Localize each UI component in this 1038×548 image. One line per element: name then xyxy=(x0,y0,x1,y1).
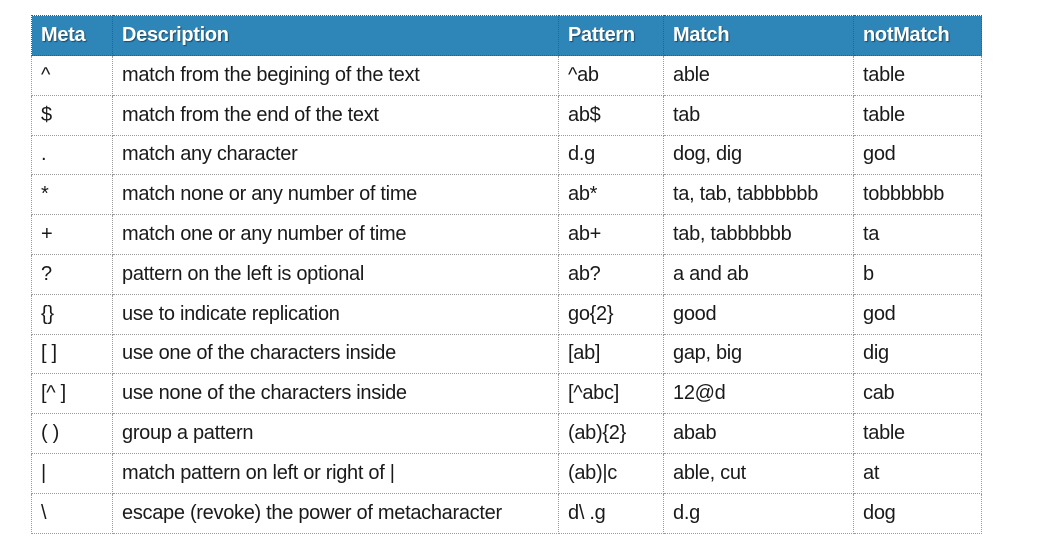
cell-pattern: d.g xyxy=(558,134,664,176)
cell-meta: \ xyxy=(31,492,113,534)
cell-pattern: ab+ xyxy=(558,214,664,255)
regex-metacharacter-table: Meta Description Pattern Match notMatch … xyxy=(31,15,982,534)
cell-match: 12@d xyxy=(663,373,854,415)
cell-pattern: ab* xyxy=(558,174,664,216)
cell-notmatch: dog xyxy=(853,492,982,534)
cell-pattern: (ab)|c xyxy=(558,452,664,494)
cell-match: abab xyxy=(663,413,854,454)
cell-description: match from the begining of the text xyxy=(112,55,559,96)
cell-pattern: [ab] xyxy=(558,333,664,375)
cell-description: match pattern on left or right of | xyxy=(112,452,559,494)
cell-pattern: ab? xyxy=(558,253,664,295)
cell-pattern: d\ .g xyxy=(558,492,664,534)
cell-description: pattern on the left is optional xyxy=(112,253,559,295)
table-row: ? pattern on the left is optional ab? a … xyxy=(31,253,982,295)
cell-description: match one or any number of time xyxy=(112,214,559,255)
cell-description: group a pattern xyxy=(112,413,559,454)
cell-notmatch: table xyxy=(853,55,982,96)
cell-description: escape (revoke) the power of metacharact… xyxy=(112,492,559,534)
cell-match: good xyxy=(663,293,854,335)
table-row: ( ) group a pattern (ab){2} abab table xyxy=(31,413,982,454)
cell-meta: ^ xyxy=(31,55,113,96)
table-row: . match any character d.g dog, dig god xyxy=(31,134,982,176)
cell-pattern: [^abc] xyxy=(558,373,664,415)
header-row: Meta Description Pattern Match notMatch xyxy=(31,15,982,56)
cell-notmatch: god xyxy=(853,134,982,176)
cell-description: use to indicate replication xyxy=(112,293,559,335)
header-pattern: Pattern xyxy=(558,15,664,56)
header-match: Match xyxy=(663,15,854,56)
cell-meta: $ xyxy=(31,94,113,136)
cell-notmatch: god xyxy=(853,293,982,335)
cell-description: match any character xyxy=(112,134,559,176)
table-header: Meta Description Pattern Match notMatch xyxy=(31,15,982,56)
cell-description: use none of the characters inside xyxy=(112,373,559,415)
cell-match: tab xyxy=(663,94,854,136)
cell-match: d.g xyxy=(663,492,854,534)
table-row: + match one or any number of time ab+ ta… xyxy=(31,214,982,255)
cell-meta: + xyxy=(31,214,113,255)
table-row: ^ match from the begining of the text ^a… xyxy=(31,55,982,96)
cell-description: match none or any number of time xyxy=(112,174,559,216)
cell-match: ta, tab, tabbbbbb xyxy=(663,174,854,216)
cell-description: use one of the characters inside xyxy=(112,333,559,375)
cell-match: able xyxy=(663,55,854,96)
cell-meta: ? xyxy=(31,253,113,295)
cell-meta: [^ ] xyxy=(31,373,113,415)
header-description: Description xyxy=(112,15,559,56)
cell-notmatch: table xyxy=(853,413,982,454)
cell-pattern: ab$ xyxy=(558,94,664,136)
cell-notmatch: tobbbbbb xyxy=(853,174,982,216)
cell-pattern: go{2} xyxy=(558,293,664,335)
cell-pattern: ^ab xyxy=(558,55,664,96)
table-row: {} use to indicate replication go{2} goo… xyxy=(31,293,982,335)
table-row: | match pattern on left or right of | (a… xyxy=(31,452,982,494)
cell-match: a and ab xyxy=(663,253,854,295)
cell-description: match from the end of the text xyxy=(112,94,559,136)
cell-notmatch: ta xyxy=(853,214,982,255)
cell-meta: | xyxy=(31,452,113,494)
cell-match: able, cut xyxy=(663,452,854,494)
cell-pattern: (ab){2} xyxy=(558,413,664,454)
cell-notmatch: cab xyxy=(853,373,982,415)
header-meta: Meta xyxy=(31,15,113,56)
cell-meta: {} xyxy=(31,293,113,335)
table-row: \ escape (revoke) the power of metachara… xyxy=(31,492,982,534)
cell-match: dog, dig xyxy=(663,134,854,176)
header-notmatch: notMatch xyxy=(853,15,982,56)
cell-notmatch: at xyxy=(853,452,982,494)
table-row: [ ] use one of the characters inside [ab… xyxy=(31,333,982,375)
cell-meta: ( ) xyxy=(31,413,113,454)
cell-meta: * xyxy=(31,174,113,216)
cell-meta: . xyxy=(31,134,113,176)
table-row: * match none or any number of time ab* t… xyxy=(31,174,982,216)
cell-meta: [ ] xyxy=(31,333,113,375)
cell-notmatch: b xyxy=(853,253,982,295)
table-body: ^ match from the begining of the text ^a… xyxy=(31,55,982,534)
cell-match: gap, big xyxy=(663,333,854,375)
table-row: $ match from the end of the text ab$ tab… xyxy=(31,94,982,136)
cell-notmatch: table xyxy=(853,94,982,136)
cell-notmatch: dig xyxy=(853,333,982,375)
cell-match: tab, tabbbbbb xyxy=(663,214,854,255)
table-row: [^ ] use none of the characters inside [… xyxy=(31,373,982,415)
